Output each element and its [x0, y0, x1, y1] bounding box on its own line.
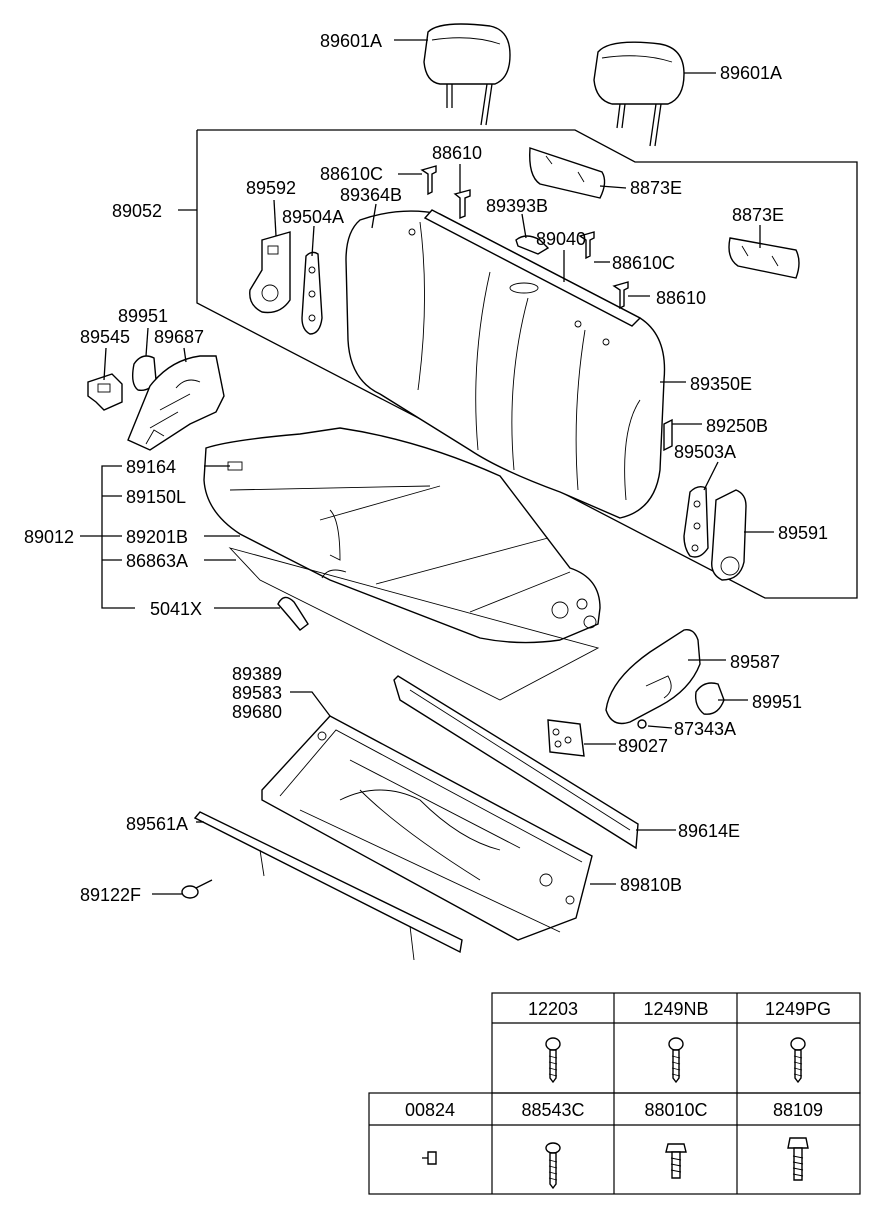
label-trim-small: 89545	[80, 327, 130, 347]
label-side-shield-right: 89587	[730, 652, 780, 672]
label-knob: 89122F	[80, 885, 141, 905]
label-track: 89810B	[620, 875, 682, 895]
screw-icon	[545, 1037, 561, 1084]
cushion-frame	[261, 715, 593, 941]
rail-left-part	[193, 811, 463, 961]
flange-bolt-icon	[665, 1143, 687, 1179]
label-frame-a: 89389	[232, 664, 282, 684]
side-shield-right	[605, 629, 701, 725]
hinge-cover-right	[711, 489, 747, 581]
table-cell-12203: 12203	[528, 999, 578, 1019]
pin-icon	[422, 1151, 437, 1165]
headrest-left	[423, 23, 511, 126]
label-hook: 5041X	[150, 599, 202, 619]
hinge-cover-left	[249, 231, 291, 314]
leader-lines	[103, 39, 774, 895]
trim-small	[87, 373, 123, 411]
table-cell-00824: 00824	[405, 1100, 455, 1120]
back-group-outline	[196, 129, 858, 599]
label-guide: 89393B	[486, 196, 548, 216]
label-pad: 89364B	[340, 185, 402, 205]
cushion-group-bracket	[101, 465, 135, 609]
back-pad	[663, 418, 673, 452]
heater-mat	[228, 547, 600, 701]
label-headrest-left: 89601A	[320, 31, 382, 51]
label-cushion-cover: 89150L	[126, 487, 186, 507]
table-cell-1249nb: 1249NB	[643, 999, 708, 1019]
table-cell-88543c: 88543C	[521, 1100, 584, 1120]
screw-icon	[668, 1037, 684, 1084]
side-shield-left	[127, 355, 225, 451]
cap-right	[694, 682, 725, 715]
label-frame-b: 89583	[232, 683, 282, 703]
label-rail-right: 89614E	[678, 821, 740, 841]
switch-box	[547, 719, 585, 757]
label-cover-lower: 8873E	[732, 205, 784, 225]
callout-labels: 89601A 89601A 89052 88610C 88610 8873E 8…	[24, 31, 828, 905]
seat-cushion	[203, 427, 601, 644]
rail-right-part	[393, 675, 639, 850]
label-rail-left: 89561A	[126, 814, 188, 834]
bracket-right	[683, 485, 709, 558]
cover-plate-lower	[728, 237, 800, 279]
label-cover-upper: 8873E	[630, 178, 682, 198]
bracket-left	[301, 251, 323, 335]
hook	[277, 596, 309, 631]
label-bolt-d: 88610	[656, 288, 706, 308]
label-bracket-right: 89503A	[674, 442, 736, 462]
table-cell-88010c: 88010C	[644, 1100, 707, 1120]
label-switch: 89027	[618, 736, 668, 756]
label-back-pad: 89250B	[706, 416, 768, 436]
screw-icon	[790, 1037, 806, 1084]
table-cell-88109: 88109	[773, 1100, 823, 1120]
label-tag: 89164	[126, 457, 176, 477]
label-back-frame-group: 89052	[112, 201, 162, 221]
label-back-frame: 89040	[536, 229, 586, 249]
bolts-top	[420, 165, 629, 310]
label-cap-right: 89951	[752, 692, 802, 712]
label-bolt-c: 88610C	[612, 253, 675, 273]
headrest-right	[593, 41, 685, 147]
label-headrest-right: 89601A	[720, 63, 782, 83]
clip	[637, 719, 647, 729]
knob-part	[181, 879, 213, 899]
label-back-cover: 89350E	[690, 374, 752, 394]
flange-bolt-icon	[787, 1137, 809, 1181]
label-clip: 87343A	[674, 719, 736, 739]
label-cushion-pad: 89201B	[126, 527, 188, 547]
screw-icon	[545, 1142, 561, 1190]
label-bolt-b: 88610	[432, 143, 482, 163]
label-hinge-cover-right: 89591	[778, 523, 828, 543]
label-cushion-group: 89012	[24, 527, 74, 547]
label-bracket-left: 89504A	[282, 207, 344, 227]
table-cell-1249pg: 1249PG	[765, 999, 831, 1019]
label-side-shield-left: 89687	[154, 327, 204, 347]
fastener-table: 12203 1249NB 1249PG 00824 88543C 88010C …	[368, 992, 861, 1195]
label-heater: 86863A	[126, 551, 188, 571]
label-hinge-cover-left: 89592	[246, 178, 296, 198]
label-bolt-a: 88610C	[320, 164, 383, 184]
cover-plate-upper	[529, 147, 606, 199]
label-cap-left: 89951	[118, 306, 168, 326]
label-frame-c: 89680	[232, 702, 282, 722]
seat-back-cover-strip	[423, 209, 642, 327]
guide-part	[515, 235, 550, 255]
